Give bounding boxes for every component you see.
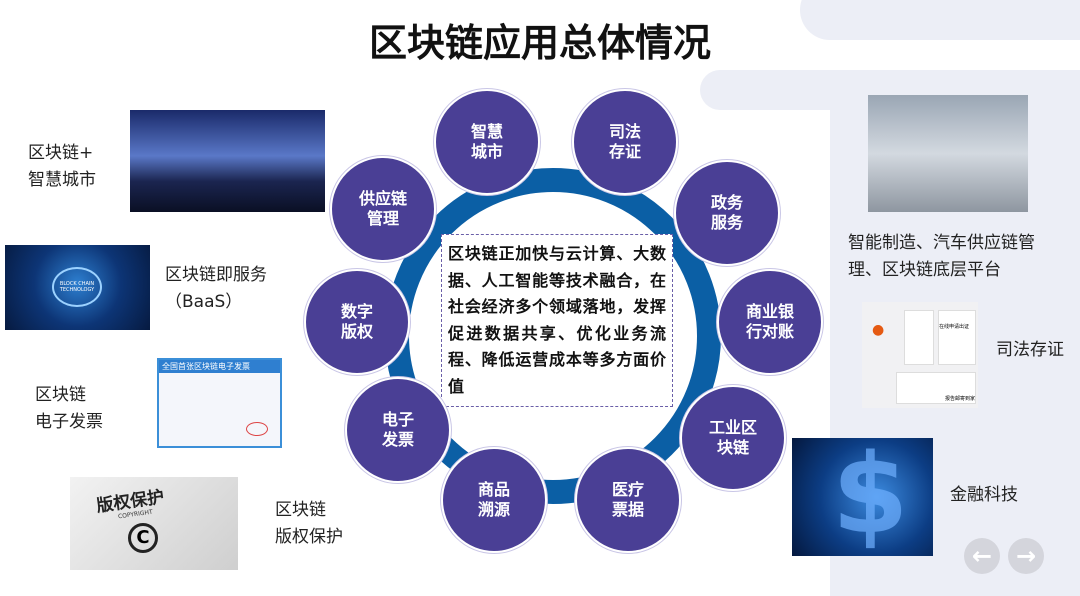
- background-shape: [800, 0, 1080, 40]
- fintech-image: $: [792, 438, 933, 556]
- node-smart-city: 智慧 城市: [434, 89, 540, 195]
- label-manufacturing: 智能制造、汽车供应链管 理、区块链底层平台: [848, 233, 1035, 280]
- label-judicial: 司法存证: [996, 340, 1064, 360]
- prev-arrow-icon[interactable]: ←: [964, 538, 1000, 574]
- page-title: 区块链应用总体情况: [368, 21, 711, 65]
- judicial-image-text: 在线申请出证: [938, 310, 976, 365]
- baas-image-text: BLOCK CHAIN TECHNOLOGY: [52, 267, 102, 307]
- label-invoice: 区块链 电子发票: [35, 385, 103, 432]
- node-invoice: 电子 发票: [345, 377, 451, 483]
- node-copyright: 数字 版权: [304, 269, 410, 375]
- node-bank: 商业银 行对账: [717, 269, 823, 375]
- judicial-image: ● 在线申请出证 报告邮寄到家: [862, 302, 978, 408]
- judicial-image-text2: 报告邮寄到家: [896, 372, 976, 404]
- smart-city-image: [130, 110, 325, 212]
- manufacturing-image: [868, 95, 1028, 212]
- label-baas: 区块链即服务 （BaaS）: [165, 265, 267, 312]
- next-arrow-icon[interactable]: →: [1008, 538, 1044, 574]
- invoice-image: 全国首张区块链电子发票: [157, 358, 282, 448]
- copyright-icon: C: [128, 523, 158, 553]
- node-industrial: 工业区 块链: [680, 385, 786, 491]
- node-medical: 医疗 票据: [575, 447, 681, 553]
- node-government: 政务 服务: [674, 160, 780, 266]
- user-icon: ●: [872, 322, 885, 338]
- node-traceability: 商品 溯源: [441, 447, 547, 553]
- label-fintech: 金融科技: [950, 485, 1018, 505]
- node-supply-chain: 供应链 管理: [330, 156, 436, 262]
- baas-image: BLOCK CHAIN TECHNOLOGY: [5, 245, 150, 330]
- node-judicial: 司法 存证: [572, 89, 678, 195]
- center-text: 区块链正加快与云计算、大数据、人工智能等技术融合，在社会经济多个领域落地，发挥促…: [441, 234, 673, 407]
- copyright-image: 版权保护 COPYRIGHT C: [70, 477, 238, 570]
- label-copyright: 区块链 版权保护: [275, 500, 343, 547]
- invoice-image-title: 全国首张区块链电子发票: [159, 360, 280, 373]
- label-smart-city: 区块链+ 智慧城市: [28, 143, 96, 190]
- dollar-icon: $: [832, 438, 909, 556]
